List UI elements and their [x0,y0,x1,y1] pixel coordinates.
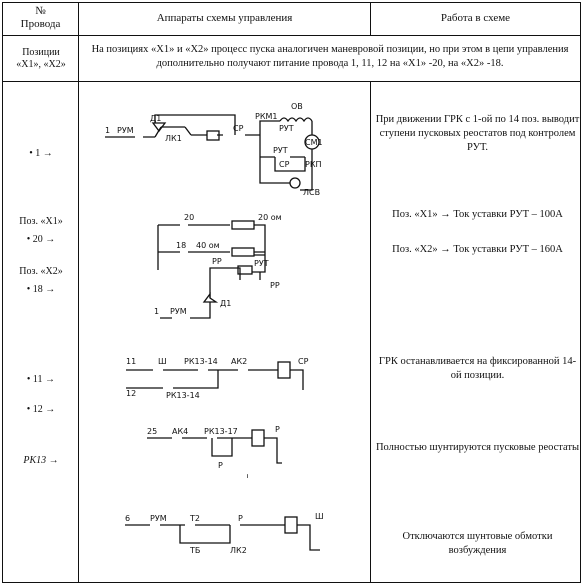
s5-p: Р [238,514,243,523]
s5-sh: Ш [315,512,324,521]
rk13-label: РК13 → [23,455,59,466]
positions-label: Позиции «Х1», «Х2» [3,47,79,71]
wire-12-label: • 12 → [26,404,56,415]
s5-t2: Т2 [189,514,200,523]
s2-rr2: РР [270,281,280,290]
s1-rut: РУТ [279,124,294,133]
s3-ak2: АК2 [231,357,247,366]
s1-lsv: ЛСВ [303,188,320,197]
s2-18: 18 [176,241,186,250]
s1-rkm1: РКМ1 [255,112,278,121]
s2-rut: РУТ [254,259,269,268]
work-grk-stop: ГРК останавливается на фиксированной 14-… [378,356,577,381]
work-shunt-off: Отключаются шунтовые обмотки возбуждения [402,531,553,556]
positions-label-2: «Х1», «Х2» [16,59,66,70]
s5-tb: ТБ [189,546,200,555]
s3-sr: СР [298,357,309,366]
work-grk-move: При движении ГРК с 1-ой по 14 поз. вывод… [375,114,580,153]
schematic-1: 1 РУМ Д1 ЛК1 РКМ1 ОВ СР РУТ СМ1 РУТ СР Р… [105,102,323,197]
schematic-5: 6 РУМ Т2 Р Ш ТБ ЛК2 [125,512,324,555]
s3-12: 12 [126,389,136,398]
s1-ov: ОВ [291,102,303,111]
s2-1: 1 [154,307,159,316]
s4-25: 25 [147,427,157,436]
s1-sr: СР [233,124,244,133]
work-x1: Поз. «Х1» → Ток уставки РУТ – 100А [392,209,563,220]
header-col3: Работа в схеме [440,12,511,24]
s4-rk: РК13-17 [204,427,238,436]
schematic-2: 20 20 ом 18 40 ом РР РУТ РР Д1 1 РУМ [154,213,282,319]
col-divider-2-header [370,3,371,35]
s1-sm: СМ1 [305,138,323,147]
s1-d1: Д1 [150,114,161,123]
s1-sr2: СР [279,160,290,169]
s1-rut2: РУТ [273,146,288,155]
col-divider-2 [370,81,371,582]
s5-6: 6 [125,514,130,523]
s5-lk2: ЛК2 [230,546,247,555]
wire-11-label: • 11 → [26,374,56,385]
s3-rk2: РК13-14 [166,391,200,400]
col-divider-1 [78,3,79,582]
s2-rr: РР [212,257,222,266]
s1-rum: РУМ [117,126,134,135]
s4-arrow: ↓ [244,473,251,478]
s2-rum: РУМ [170,307,187,316]
pos-x2-label: Поз. «Х2» [19,266,63,277]
header-number: № [35,5,46,17]
work-shunt-full: Полностью шунтируются пусковые реостаты [375,442,580,453]
s1-lk1: ЛК1 [165,134,182,143]
wire-18-label: • 18 → [26,284,56,295]
s4-p: Р [218,461,223,470]
positions-label-1: Позиции [22,47,60,58]
schematic-3: 11 Ш РК13-14 АК2 СР 12 РК13-14 [126,357,309,400]
table: № Провода Аппараты схемы управления Рабо… [2,2,581,583]
s2-20om: 20 ом [258,213,282,222]
header-divider [3,35,580,36]
s1-rkp: РКП [305,160,322,169]
s4-p2: Р [275,425,280,434]
header-wire: Провода [20,18,61,30]
header-col1: № Провода [3,5,78,31]
wire-1-label: • 1 → [29,148,53,159]
work-x2: Поз. «Х2» → Ток уставки РУТ – 160А [392,244,563,255]
s4-ak4: АК4 [172,427,188,436]
positions-text: На позициях «Х1» и «Х2» процесс пуска ан… [91,44,569,69]
s3-rk: РК13-14 [184,357,218,366]
s3-sh: Ш [158,357,167,366]
wire-20-label: • 20 → [26,234,56,245]
header-col2: Аппараты схемы управления [156,12,293,24]
pos-x1-label: Поз. «Х1» [19,216,63,227]
row-divider [3,81,580,82]
s2-d1: Д1 [220,299,231,308]
s2-20: 20 [184,213,194,222]
s1-wire: 1 [105,126,110,135]
s3-11: 11 [126,357,136,366]
s5-rum: РУМ [150,514,167,523]
s2-40om: 40 ом [196,241,220,250]
schematic-4: 25 АК4 РК13-17 Р Р ↓ [147,425,282,478]
